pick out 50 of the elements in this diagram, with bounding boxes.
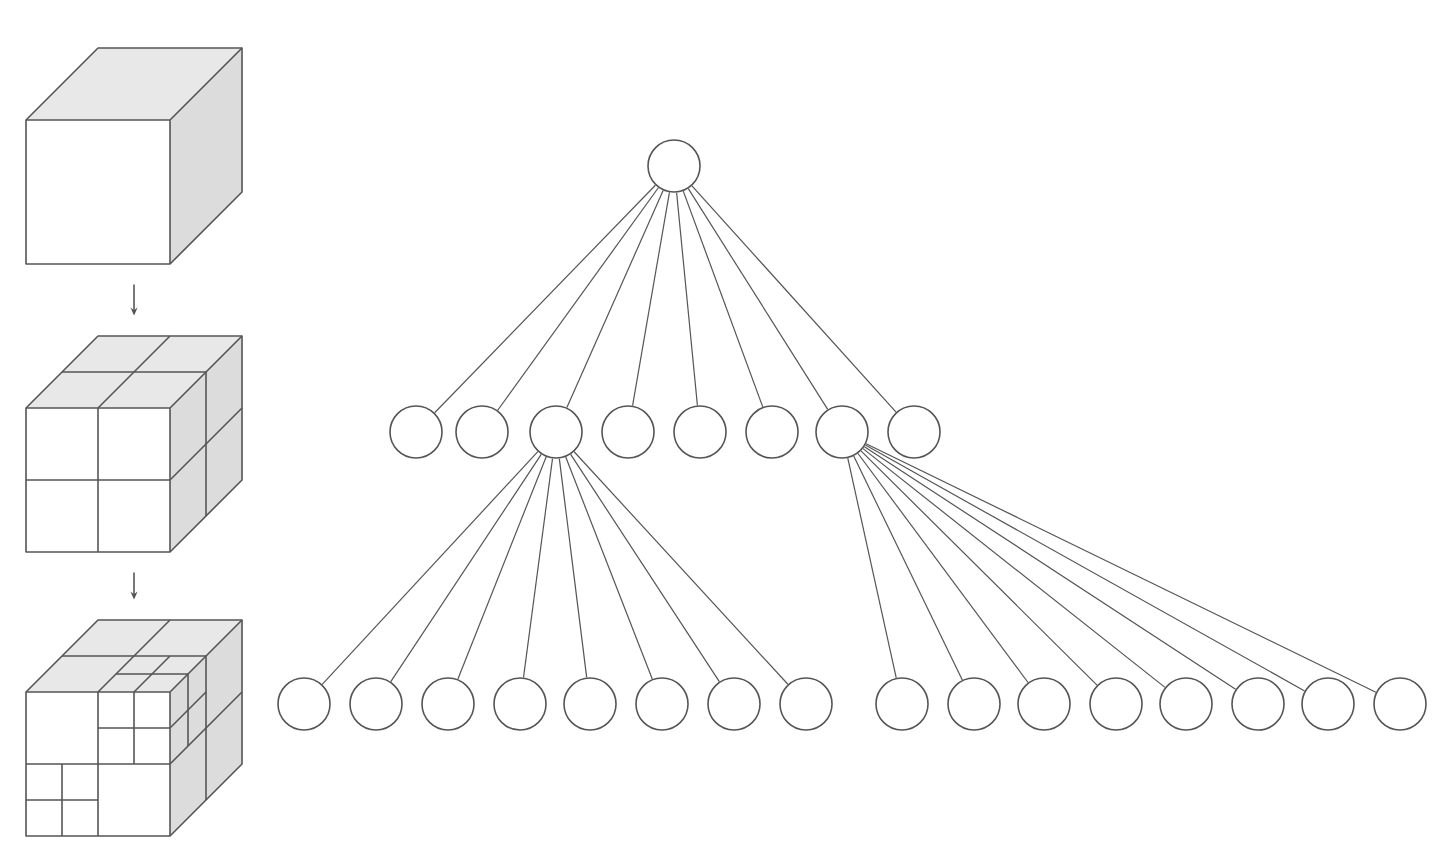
tree-edge — [522, 457, 554, 679]
tree-node-circle — [349, 677, 403, 731]
tree-node-circle — [1231, 677, 1285, 731]
tree-node-circle — [493, 677, 547, 731]
tree-edge — [558, 458, 588, 678]
tree-node-circle — [421, 677, 475, 731]
tree-node-circle — [779, 677, 833, 731]
tree-node-circle — [635, 677, 689, 731]
tree-node-circle — [529, 405, 583, 459]
tree-node-circle — [947, 677, 1001, 731]
tree-node-circle — [887, 405, 941, 459]
tree-node-circle — [389, 405, 443, 459]
tree-edge — [457, 456, 547, 680]
tree-edge — [434, 184, 656, 414]
tree-edge — [676, 192, 698, 406]
tree-edge — [321, 451, 539, 685]
tree-node-circle — [1159, 677, 1213, 731]
tree-edge — [862, 448, 1166, 688]
tree-edge — [390, 453, 542, 683]
tree-edge — [682, 190, 764, 408]
tree-edge — [497, 187, 659, 411]
tree-node-circle — [1373, 677, 1427, 731]
cube-drawing — [25, 619, 243, 837]
cube-drawing — [25, 47, 243, 265]
tree-node-circle — [815, 405, 869, 459]
tree-node-circle — [455, 405, 509, 459]
tree-node-circle — [875, 677, 929, 731]
tree-node-circle — [673, 405, 727, 459]
tree-node-circle — [745, 405, 799, 459]
tree-edge — [573, 451, 789, 685]
tree-edge — [565, 456, 653, 680]
tree-edge — [687, 188, 829, 410]
tree-node-circle — [601, 405, 655, 459]
tree-edge — [847, 457, 897, 679]
tree-node-circle — [563, 677, 617, 731]
tree-edge — [863, 446, 1237, 690]
tree-node-circle — [1017, 677, 1071, 731]
tree-node-circle — [707, 677, 761, 731]
tree-edge — [632, 191, 671, 407]
tree-edge — [570, 453, 720, 683]
tree-edge — [860, 450, 1098, 686]
tree-edge — [691, 185, 897, 413]
tree-node-circle — [1301, 677, 1355, 731]
tree-edge — [566, 189, 664, 409]
tree-edge — [857, 452, 1029, 684]
cube-drawing — [25, 335, 243, 553]
tree-edge — [853, 455, 963, 681]
tree-node-circle — [1089, 677, 1143, 731]
tree-node-circle — [647, 139, 701, 193]
tree-node-circle — [277, 677, 331, 731]
